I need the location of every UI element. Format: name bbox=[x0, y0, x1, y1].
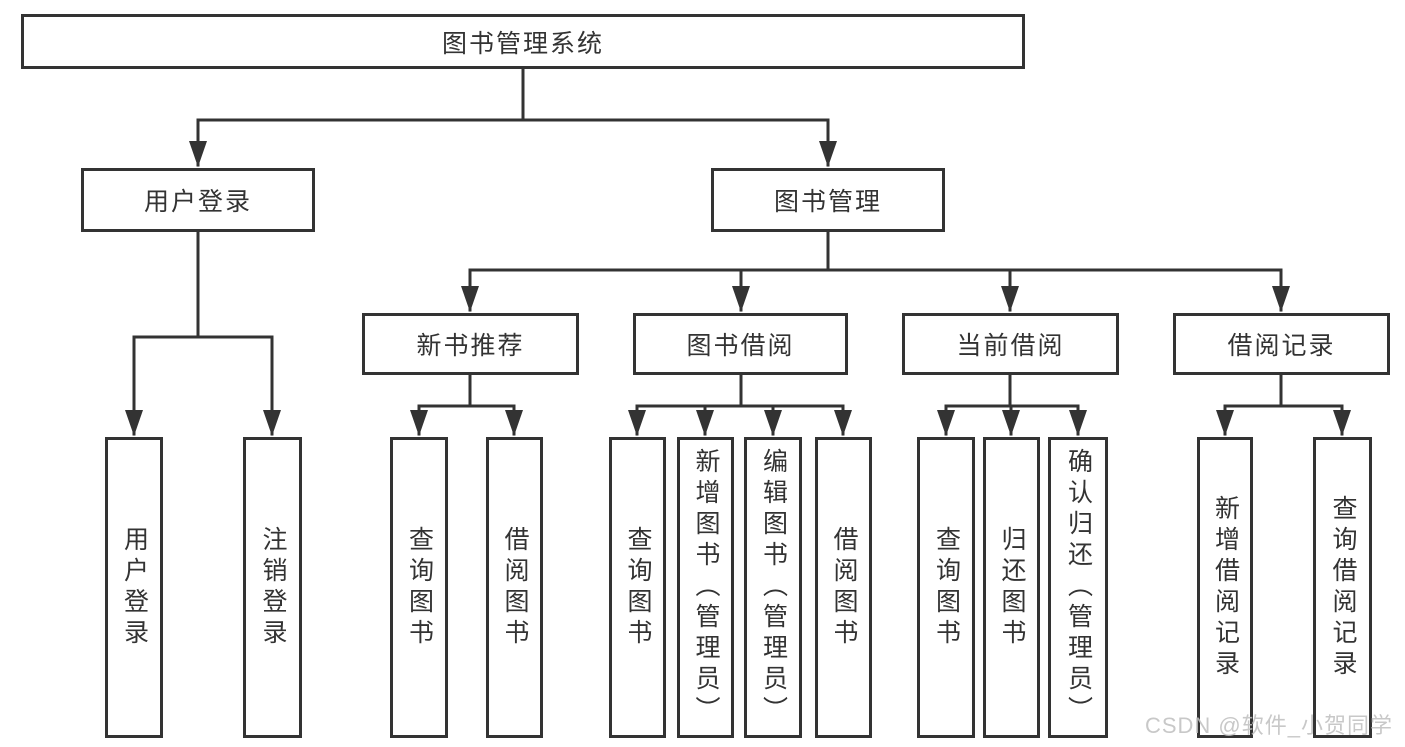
watermark-text: CSDN @软件_小贺同学 bbox=[1144, 713, 1393, 738]
leaf-add-borrow-record: 新增借阅记录 bbox=[1197, 437, 1253, 738]
node-label: 编辑图书（管理员） bbox=[759, 448, 788, 727]
node-label: 归还图书 bbox=[998, 525, 1026, 650]
node-label: 新增图书（管理员） bbox=[692, 448, 720, 727]
node-label: 查询借阅记录 bbox=[1329, 494, 1357, 681]
node-label: 图书借阅 bbox=[686, 332, 795, 360]
node-label: 查询图书 bbox=[405, 525, 434, 650]
leaf-query-books: 查询图书 bbox=[609, 437, 666, 738]
node-book-borrowing: 图书借阅 bbox=[633, 313, 848, 375]
node-label: 图书管理 bbox=[773, 188, 882, 216]
leaf-confirm-return-admin: 确认归还（管理员） bbox=[1048, 437, 1108, 738]
node-label: 借阅图书 bbox=[830, 525, 858, 650]
leaf-query-borrow-record: 查询借阅记录 bbox=[1313, 437, 1372, 738]
node-label: 借阅图书 bbox=[501, 525, 529, 650]
leaf-add-book-admin: 新增图书（管理员） bbox=[677, 437, 734, 738]
node-library-management-system: 图书管理系统 bbox=[21, 14, 1025, 69]
leaf-query-books: 查询图书 bbox=[917, 437, 975, 738]
leaf-query-books: 查询图书 bbox=[390, 437, 448, 738]
node-label: 查询图书 bbox=[932, 525, 961, 650]
node-book-management: 图书管理 bbox=[711, 168, 945, 232]
leaf-return-books: 归还图书 bbox=[983, 437, 1040, 738]
node-label: 图书管理系统 bbox=[441, 29, 604, 58]
leaf-user-login: 用户登录 bbox=[105, 437, 163, 738]
node-label: 新书推荐 bbox=[416, 332, 525, 360]
node-label: 新增借阅记录 bbox=[1211, 494, 1240, 681]
leaf-edit-book-admin: 编辑图书（管理员） bbox=[744, 437, 802, 738]
node-label: 查询图书 bbox=[624, 525, 652, 650]
node-label: 当前借阅 bbox=[956, 332, 1065, 360]
leaf-borrow-books: 借阅图书 bbox=[815, 437, 872, 738]
node-label: 用户登录 bbox=[143, 188, 252, 216]
node-borrowing-records: 借阅记录 bbox=[1173, 313, 1390, 375]
node-label: 借阅记录 bbox=[1227, 332, 1336, 360]
node-label: 用户登录 bbox=[120, 525, 149, 650]
node-new-book-recommendation: 新书推荐 bbox=[362, 313, 579, 375]
leaf-logout: 注销登录 bbox=[243, 437, 302, 738]
node-label: 确认归还（管理员） bbox=[1064, 448, 1093, 727]
node-label: 注销登录 bbox=[259, 525, 287, 650]
node-user-login: 用户登录 bbox=[81, 168, 315, 232]
leaf-borrow-books: 借阅图书 bbox=[486, 437, 543, 738]
node-current-borrowing: 当前借阅 bbox=[902, 313, 1119, 375]
